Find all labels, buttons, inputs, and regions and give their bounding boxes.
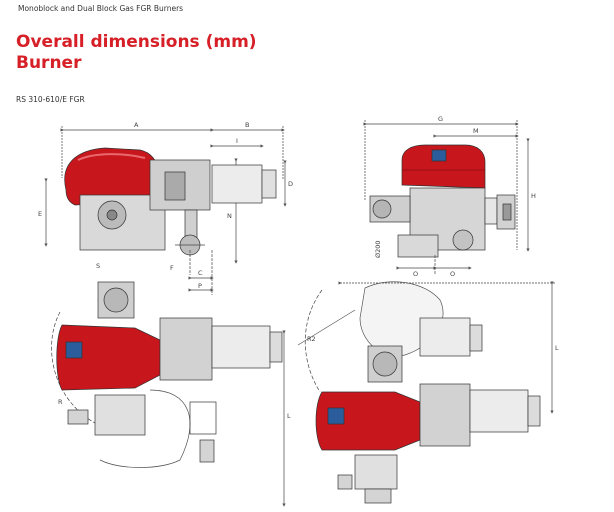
dim-label-H: H	[531, 192, 536, 200]
dim-label-C: C	[198, 269, 203, 277]
dim-label-I: I	[236, 137, 238, 145]
dim-label-D: D	[288, 180, 293, 188]
dim-label-S: S	[96, 262, 100, 270]
rotated-view-labels: R2 L	[307, 335, 559, 352]
series-label: Monoblock and Dual Block Gas FGR Burners	[18, 4, 184, 13]
dim-label-G: G	[438, 115, 443, 123]
dim-label-R2: R2	[307, 335, 316, 343]
dim-label-N: N	[227, 212, 232, 220]
front-view-drawing	[363, 120, 530, 275]
title-line-2: Burner	[16, 53, 82, 73]
dim-label-L-right: L	[555, 344, 559, 352]
dim-label-A: A	[134, 121, 139, 129]
model-label: RS 310-610/E FGR	[16, 95, 85, 104]
dim-label-R: R	[58, 398, 63, 406]
dim-label-F: F	[170, 264, 174, 272]
rotated-view-drawing	[297, 281, 555, 504]
dim-label-M: M	[473, 127, 479, 135]
dim-label-phi200: Ø200	[374, 240, 382, 258]
dim-label-E: E	[38, 210, 42, 218]
side-view-labels: A B I D E N S F C P	[38, 121, 293, 290]
top-view-drawing	[51, 281, 286, 507]
dim-label-O-left: O	[413, 270, 418, 278]
dim-label-L-left: L	[287, 412, 291, 420]
page-title: Overall dimensions (mm) Burner	[16, 32, 257, 74]
top-view-labels: R L	[58, 398, 291, 420]
dim-label-O-right: O	[450, 270, 455, 278]
dim-label-B: B	[245, 121, 249, 129]
dim-label-P: P	[198, 282, 202, 290]
title-line-1: Overall dimensions (mm)	[16, 32, 257, 52]
side-view-drawing	[44, 126, 287, 295]
front-view-labels: G M H O O Ø200	[374, 115, 536, 278]
